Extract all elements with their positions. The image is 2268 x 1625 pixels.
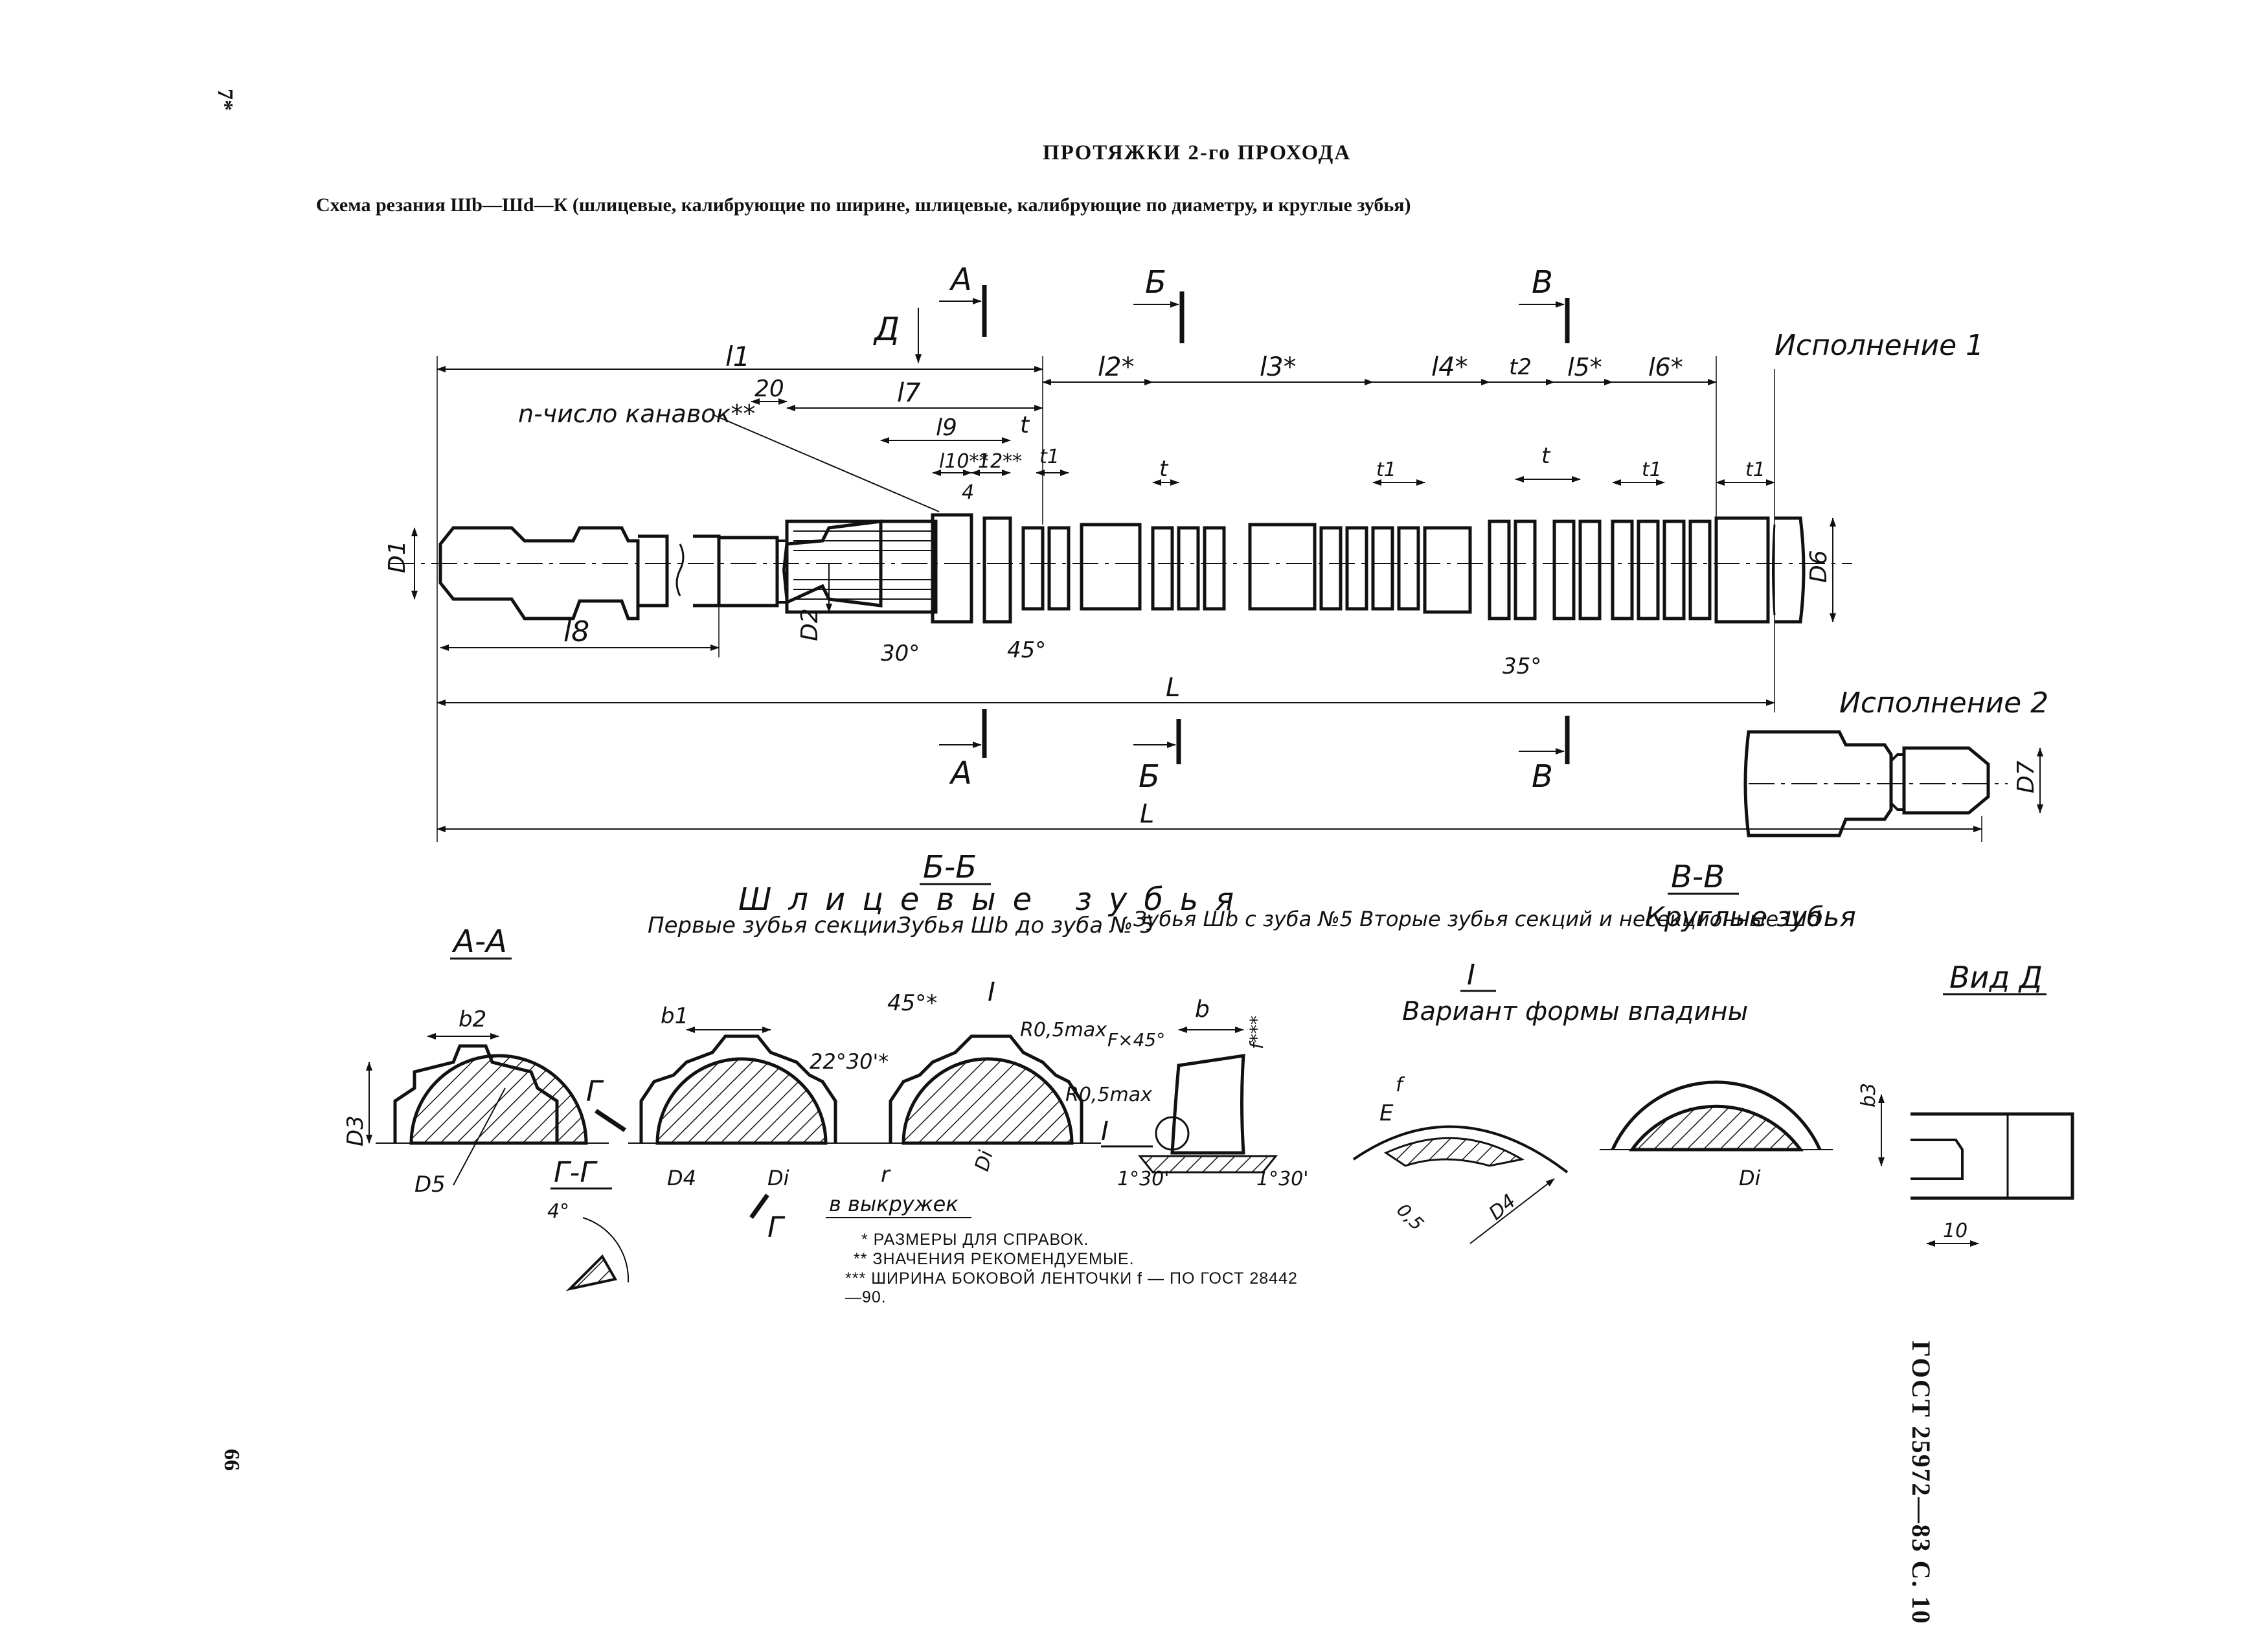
angle-130-b: 1°30' [1256, 1168, 1309, 1190]
angle-30: 30° [881, 641, 920, 666]
tooth-profile-detail: b F×45° f*** R0,5max I 1°30' 1°30' [1065, 996, 1309, 1190]
wb5-label: Зубья Шb до зуба № 5 [897, 913, 1154, 938]
dim-D5: D5 [414, 1172, 446, 1198]
page-subtitle: Схема резания Шb—Шd—К (шлицевые, калибру… [316, 194, 1411, 216]
angle-35: 35° [1503, 653, 1541, 679]
dim-f-variant: f [1396, 1074, 1405, 1097]
dim-l5: l5* [1567, 353, 1602, 381]
view-d-label: Вид Д [1949, 960, 2043, 995]
section-g-mark-2: Г [767, 1211, 786, 1244]
dim-t1-d: t1 [1745, 459, 1765, 481]
dim-t-b: t [1159, 456, 1169, 482]
section-v-v: В-В Круглые зубья Di [1600, 859, 1856, 1190]
angle-130-a: 1°30' [1117, 1168, 1170, 1190]
dim-b-detail: b [1195, 996, 1210, 1023]
dim-b2: b2 [459, 1006, 486, 1032]
section-a-a: А-А b2 D3 D5 [343, 924, 609, 1198]
dim-t-c: t [1541, 443, 1551, 469]
angle-45-star: 45°* [887, 990, 937, 1016]
dim-D6: D6 [1806, 550, 1832, 583]
dim-t-top: t [1020, 412, 1030, 438]
section-b-b: Б-Б Шлицевые зубья Первые зубья секции b… [628, 849, 1820, 1218]
dim-12: 12** [978, 450, 1022, 473]
section-g-g: Г Г Г-Г 4° [547, 1075, 786, 1291]
fillet-r05-b: R0,5max [1065, 1084, 1152, 1106]
page-title: ПРОТЯЖКИ 2-го ПРОХОДА [1043, 141, 1352, 165]
dim-20: 20 [754, 376, 784, 402]
broach-main-view: А Б В А Б В Д Исполнение 1 Исполнение 2 … [384, 262, 2048, 842]
dim-L-2: L [1140, 799, 1154, 829]
section-mark-b-bottom: Б [1139, 758, 1160, 795]
dim-Di-b: Di [767, 1166, 789, 1190]
dim-D4-variant: D4 [1485, 1190, 1521, 1225]
dim-D7: D7 [2013, 760, 2039, 793]
dim-t1-a: t1 [1039, 446, 1060, 468]
chamfer-fx45: F×45° [1107, 1029, 1165, 1051]
dim-l8: l8 [563, 615, 589, 648]
broach-teeth [1021, 516, 1770, 624]
fillet-r05-a: R0,5max [1020, 1019, 1107, 1041]
dim-l3: l3* [1260, 352, 1297, 382]
version-2-label: Исполнение 2 [1839, 687, 2048, 720]
detail-i-variant: I Вариант формы впадины f E 0,5 D4 [1352, 959, 1748, 1244]
dim-t2: t2 [1509, 354, 1532, 380]
dim-l2: l2* [1098, 352, 1135, 382]
dim-l10: l10** [939, 450, 989, 473]
dim-b3: b3 [1857, 1083, 1880, 1108]
angle-45: 45° [1007, 637, 1046, 663]
first-teeth-label: Первые зубья секции [648, 913, 897, 938]
dim-t1-b: t1 [1376, 459, 1396, 481]
dim-l1: l1 [725, 341, 750, 372]
dim-b1: b1 [661, 1003, 688, 1029]
detail-I-mark-2: I [1101, 1117, 1109, 1146]
section-a-a-label: А-А [451, 924, 507, 960]
section-v-v-label: В-В [1671, 859, 1725, 895]
version-1-label: Исполнение 1 [1775, 329, 1984, 362]
dim-10: 10 [1943, 1220, 1967, 1242]
footnote-2: ** ЗНАЧЕНИЯ РЕКОМЕНДУЕМЫЕ. [854, 1250, 1135, 1268]
section-mark-a-top: А [949, 262, 972, 298]
spline-teeth-heading: Шлицевые зубья [738, 881, 1251, 918]
dim-D2: D2 [797, 608, 823, 641]
dim-l4: l4* [1431, 352, 1468, 382]
dim-l7: l7 [897, 378, 921, 408]
view-d: Вид Д b3 10 [1857, 960, 2074, 1247]
section-mark-b-top: Б [1145, 264, 1166, 301]
dim-4: 4 [962, 481, 974, 504]
detail-I-mark: I [988, 977, 995, 1007]
vykruzhek-label: в выкружек [829, 1192, 958, 1216]
variant-label: Вариант формы впадины [1402, 997, 1748, 1027]
round-teeth-label: Круглые зубья [1645, 901, 1856, 933]
dim-l6: l6* [1648, 353, 1683, 381]
angle-2230: 22°30'* [810, 1049, 889, 1074]
footnote-1: * РАЗМЕРЫ ДЛЯ СПРАВОК. [861, 1231, 1089, 1249]
dim-Di-v: Di [1739, 1166, 1761, 1190]
dim-D3: D3 [343, 1115, 369, 1146]
dim-L-1: L [1166, 673, 1180, 703]
groove-count-label: n-число канавок** [518, 400, 755, 428]
dim-f-stars: f*** [1246, 1016, 1267, 1049]
detail-I-title-mark: I [1467, 959, 1475, 992]
section-b-b-label: Б-Б [923, 849, 977, 885]
section-mark-v-top: В [1532, 264, 1553, 301]
section-g-g-label: Г-Г [554, 1156, 598, 1189]
dim-r: r [881, 1162, 891, 1188]
dim-l9: l9 [936, 415, 957, 441]
dim-t1-c: t1 [1642, 459, 1662, 481]
dim-D4: D4 [667, 1166, 696, 1190]
dim-Di-c: Di [971, 1148, 998, 1174]
section-mark-v-bottom: В [1532, 758, 1553, 795]
section-mark-a-bottom: А [949, 755, 972, 791]
view-arrow-label: Д [873, 310, 900, 348]
angle-4: 4° [547, 1200, 569, 1223]
footnote-3: *** ШИРИНА БОКОВОЙ ЛЕНТОЧКИ f — ПО ГОСТ … [845, 1269, 1298, 1306]
dim-05: 0,5 [1392, 1199, 1428, 1235]
dim-D1: D1 [384, 540, 411, 573]
section-g-mark-1: Г [586, 1075, 604, 1108]
dim-E: E [1379, 1100, 1394, 1126]
wb5b-label: Зубья Шb с зуба №5 Вторые зубья секций и… [1133, 907, 1820, 931]
